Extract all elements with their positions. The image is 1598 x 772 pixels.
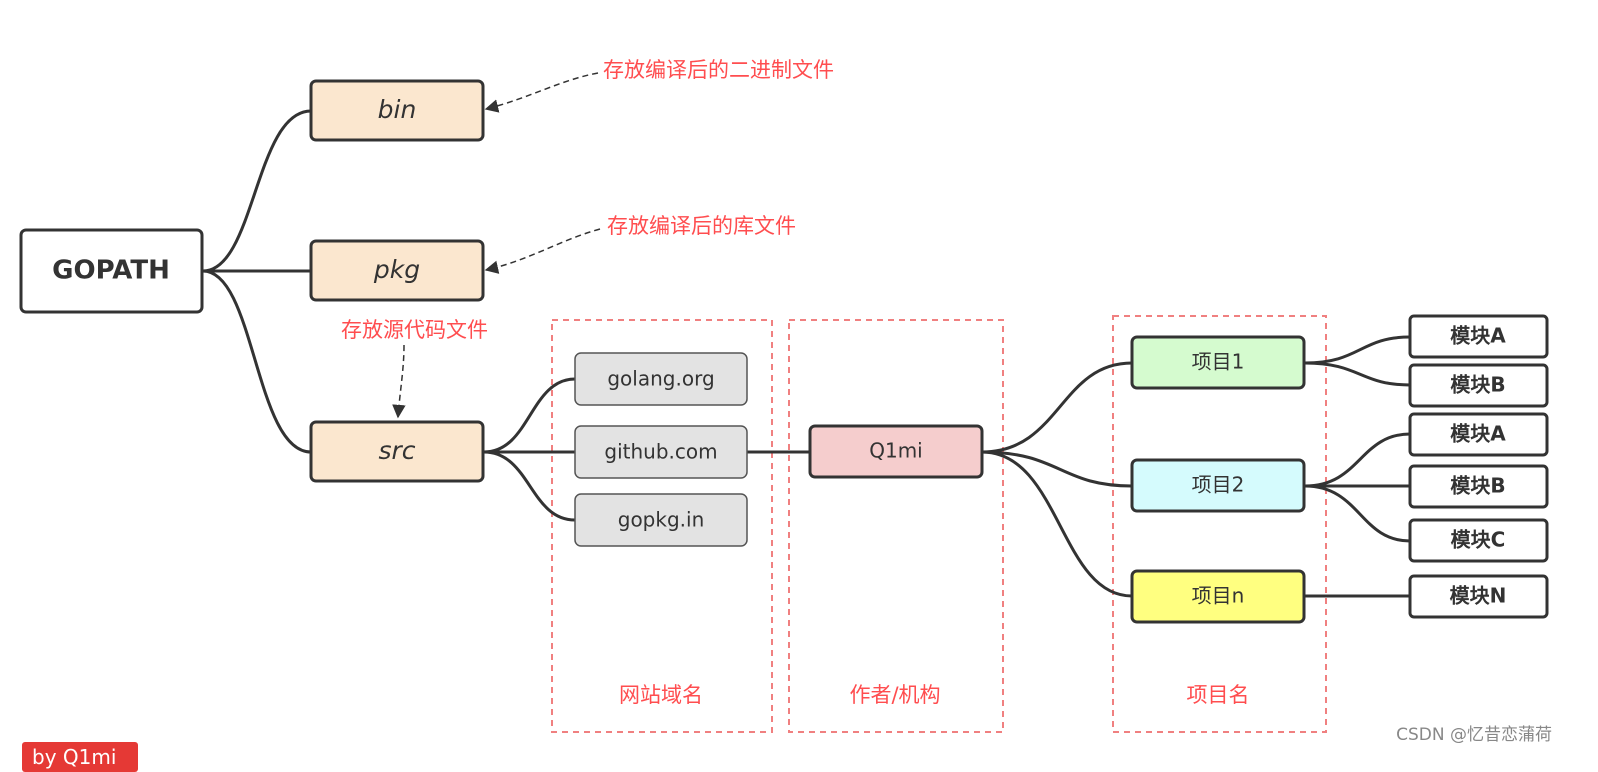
module-node: 模块A [1408, 314, 1549, 359]
edge-author-project2 [981, 450, 1133, 488]
group-label-author: 作者/机构 [849, 683, 940, 707]
projects-group-box [1112, 315, 1327, 733]
project-2-label: 项目2 [1192, 473, 1245, 497]
note-bin: 存放编译后的二进制文件 [603, 58, 834, 82]
author-badge: by Q1mi [22, 742, 138, 772]
project-n-node: 项目n [1130, 569, 1306, 624]
src-label: src [378, 436, 415, 465]
group-label-sites: 网站域名 [619, 683, 703, 707]
edge-root-src [202, 269, 312, 454]
note-arrow-src [392, 344, 406, 419]
module-label: 模块B [1450, 474, 1505, 498]
author-label: Q1mi [869, 439, 923, 463]
note-pkg: 存放编译后的库文件 [607, 214, 796, 238]
author-group-box [788, 319, 1004, 733]
bin-node: bin [309, 79, 485, 142]
edge-project1-module-a [1304, 335, 1411, 365]
module-label: 模块C [1451, 528, 1506, 552]
note-arrow-pkg [484, 228, 601, 274]
site-github-node: github.com [574, 425, 748, 479]
gopath-node: GOPATH [19, 228, 204, 314]
module-node: 模块N [1408, 574, 1549, 619]
module-label: 模块A [1450, 422, 1506, 446]
module-node: 模块B [1408, 363, 1549, 408]
edge-author-project1 [981, 361, 1133, 454]
edge-root-bin [202, 109, 312, 273]
bin-label: bin [378, 95, 417, 124]
module-label: 模块B [1450, 373, 1505, 397]
pkg-label: pkg [373, 255, 420, 284]
site-golang-node: golang.org [574, 352, 748, 406]
pkg-node: pkg [309, 239, 485, 302]
project-2-node: 项目2 [1130, 458, 1306, 513]
edge-project2-module-c [1304, 484, 1411, 543]
edge-src-golang [483, 377, 576, 454]
author-node: Q1mi [808, 424, 984, 479]
edge-src-gopkg [483, 450, 576, 522]
gopath-label: GOPATH [52, 256, 170, 286]
sites-group-box [551, 319, 773, 733]
edge-author-projectn [981, 450, 1133, 598]
group-label-projects: 项目名 [1187, 683, 1250, 707]
module-node: 模块B [1408, 464, 1549, 509]
site-golang-label: golang.org [607, 367, 714, 391]
site-github-label: github.com [604, 440, 717, 464]
site-gopkg-label: gopkg.in [618, 508, 705, 532]
project-n-label: 项目n [1192, 584, 1245, 608]
project-1-label: 项目1 [1192, 350, 1245, 374]
edge-project2-module-a [1304, 432, 1411, 488]
module-label: 模块A [1450, 324, 1506, 348]
project-1-node: 项目1 [1130, 335, 1306, 390]
note-src: 存放源代码文件 [341, 318, 488, 342]
src-node: src [309, 420, 485, 483]
note-arrow-bin [484, 72, 599, 113]
edge-project1-module-b [1304, 361, 1411, 387]
module-node: 模块A [1408, 412, 1549, 457]
module-label: 模块N [1450, 584, 1507, 608]
site-gopkg-node: gopkg.in [574, 493, 748, 547]
watermark: CSDN @忆昔恋蒲荷 [1396, 725, 1552, 745]
module-node: 模块C [1408, 518, 1549, 563]
